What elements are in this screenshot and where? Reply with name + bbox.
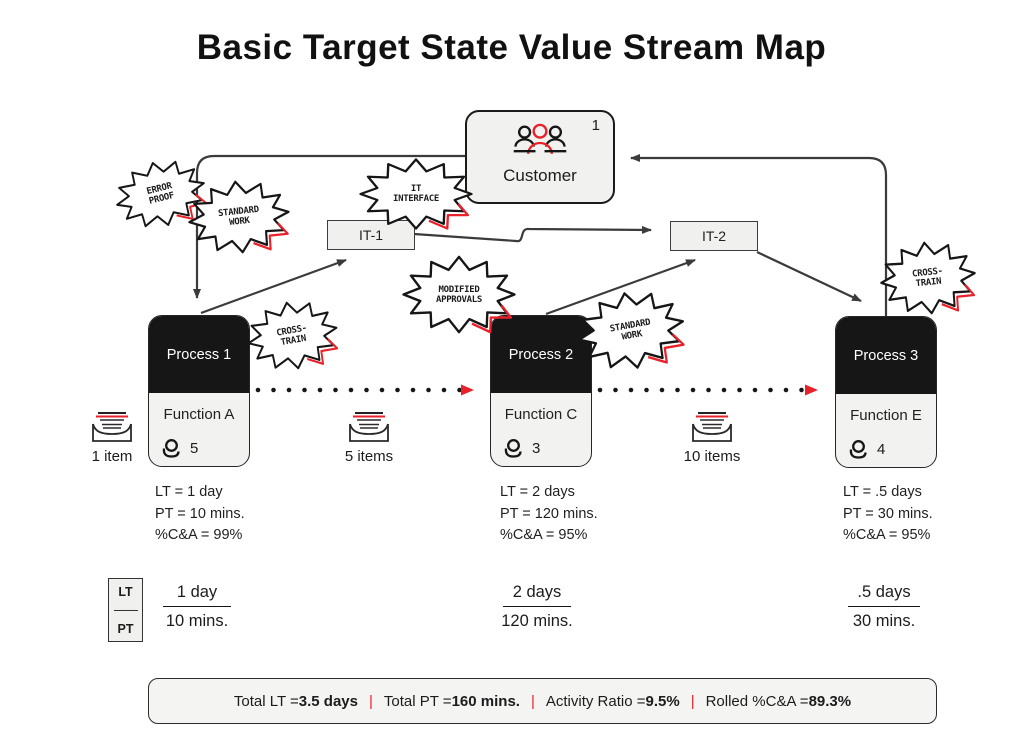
process2-metrics: LT = 2 days PT = 120 mins. %C&A = 95% <box>500 482 598 547</box>
timeline-entry-1: 1 day 10 mins. <box>147 583 247 631</box>
timeline-rule <box>163 606 231 607</box>
metric-lt: LT = 1 day <box>155 484 223 500</box>
ladder-divider <box>113 609 138 611</box>
timeline-entry-2: 2 days 120 mins. <box>487 583 587 631</box>
burst-label: INTERFACE <box>392 194 440 204</box>
inventory-1: 1 item <box>67 411 157 465</box>
operator-icon <box>504 439 522 458</box>
metric-pt: PT = 120 mins. <box>500 505 598 522</box>
summary-bar: Total LT = 3.5 days | Total PT = 160 min… <box>148 678 937 724</box>
inbox-tray-icon <box>349 412 389 442</box>
burst-label: WORK <box>620 328 643 343</box>
burst-label: IT <box>410 184 422 194</box>
metric-lt: LT = .5 days <box>843 484 922 500</box>
ladder-pt-label: PT <box>117 621 134 636</box>
burst-label: WORK <box>228 215 251 229</box>
timeline-pt-value: 120 mins. <box>501 612 573 630</box>
process1-function: Function A <box>163 406 235 423</box>
arrow-it1-to-it2 <box>413 225 652 243</box>
summary-separator: | <box>530 692 535 710</box>
timeline-pt-value: 10 mins. <box>165 612 229 630</box>
timeline-lt-value: 1 day <box>176 583 218 601</box>
summary-total-lt-label: Total LT = <box>233 692 299 710</box>
summary-total-lt-value: 3.5 days <box>298 692 358 710</box>
metric-pt: PT = 30 mins. <box>843 505 933 522</box>
summary-activity-ratio-value: 9.5% <box>645 692 680 710</box>
timeline-pt-value: 30 mins. <box>852 612 916 630</box>
arrow-process1-to-it1 <box>200 258 347 315</box>
process3-metrics: LT = .5 days PT = 30 mins. %C&A = 95% <box>843 482 933 547</box>
it2-label: IT-2 <box>701 228 727 244</box>
process3-function: Function E <box>850 407 922 424</box>
people-group-icon <box>513 123 567 154</box>
ladder-lt-label: LT <box>118 584 133 599</box>
arrow-process2-to-it2 <box>545 258 696 316</box>
arrow-process3-to-customer <box>630 154 888 317</box>
process2-operator-count: 3 <box>532 440 541 457</box>
it1-box: IT-1 <box>327 220 415 250</box>
inventory-3: 10 items <box>667 411 757 465</box>
inventory-2-label: 5 items <box>344 448 394 465</box>
arrow-customer-to-process1 <box>193 154 465 299</box>
process2-title: Process 2 <box>491 316 591 393</box>
metric-pt: PT = 10 mins. <box>155 505 245 522</box>
inventory-3-label: 10 items <box>683 448 741 465</box>
summary-rolled-ca-value: 89.3% <box>808 692 852 710</box>
process2-function: Function C <box>504 406 578 423</box>
timeline-rule <box>503 606 571 607</box>
timeline-lt-value: .5 days <box>857 583 911 601</box>
timeline-entry-3: .5 days 30 mins. <box>834 583 934 631</box>
process3-title: Process 3 <box>836 317 936 394</box>
summary-separator: | <box>368 692 373 710</box>
process1-title: Process 1 <box>149 316 249 393</box>
inventory-2: 5 items <box>324 411 414 465</box>
process1-operator-count: 5 <box>190 440 199 457</box>
inbox-tray-icon <box>92 412 132 442</box>
kaizen-burst-cross-train-2: CROSS-TRAIN <box>874 233 982 323</box>
inventory-1-label: 1 item <box>91 448 133 465</box>
process3-card: Process 3 Function E 4 <box>835 316 937 468</box>
process2-card: Process 2 Function C 3 <box>490 315 592 467</box>
customer-count: 1 <box>591 117 600 134</box>
burst-label: MODIFIED <box>438 284 480 295</box>
summary-activity-ratio-label: Activity Ratio = <box>545 692 646 710</box>
process1-metrics: LT = 1 day PT = 10 mins. %C&A = 99% <box>155 482 245 547</box>
process1-card: Process 1 Function A 5 <box>148 315 250 467</box>
arrow-it2-to-process3 <box>756 251 862 302</box>
metric-ca: %C&A = 95% <box>843 527 931 543</box>
summary-separator: | <box>690 692 695 710</box>
operator-icon <box>849 440 867 459</box>
operator-icon <box>162 439 180 458</box>
metric-ca: %C&A = 95% <box>500 527 588 543</box>
summary-rolled-ca-label: Rolled %C&A = <box>705 692 809 710</box>
customer-label: Customer <box>503 166 577 185</box>
timeline-rule <box>848 606 920 607</box>
process3-operator-count: 4 <box>877 441 886 458</box>
customer-box: 1 Customer <box>465 110 615 204</box>
timeline-lt-value: 2 days <box>512 583 562 601</box>
burst-label: TRAIN <box>915 276 942 290</box>
summary-total-pt-label: Total PT = <box>383 692 452 710</box>
inbox-tray-icon <box>692 412 732 442</box>
metric-ca: %C&A = 99% <box>155 527 243 543</box>
metric-lt: LT = 2 days <box>500 484 575 500</box>
summary-total-pt-value: 160 mins. <box>451 692 520 710</box>
ladder-legend: LT PT <box>108 578 143 642</box>
page-title: Basic Target State Value Stream Map <box>196 28 827 67</box>
it2-box: IT-2 <box>670 221 758 251</box>
it1-label: IT-1 <box>358 227 384 243</box>
burst-label: APPROVALS <box>435 294 483 305</box>
